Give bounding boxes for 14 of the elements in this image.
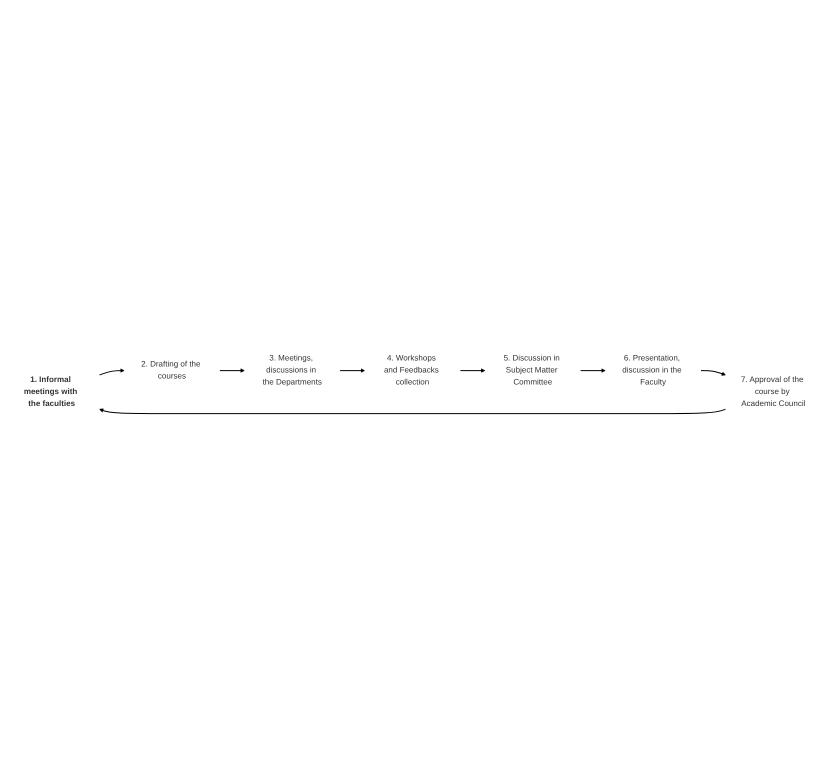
node-text: 7. Approval of the course by Academic Council xyxy=(741,375,806,408)
arrow xyxy=(99,408,726,414)
arrow xyxy=(339,368,366,372)
arrow xyxy=(700,370,726,376)
node-text: 2. Drafting of the courses xyxy=(141,360,200,380)
arrow xyxy=(219,368,245,372)
node-text: 1. Informal meetings with the faculties xyxy=(24,375,78,408)
arrow xyxy=(460,368,486,372)
arrow xyxy=(98,368,125,376)
node-text: 6. Presentation, discussion in the Faculty xyxy=(622,354,682,386)
arrow xyxy=(580,368,606,372)
node-text: 3. Meetings, discussions in the Departments xyxy=(262,354,322,386)
node-text: 4. Workshops and Feedbacks collection xyxy=(384,354,439,386)
node-text: 5. Discussion in Subject Matter Committee xyxy=(504,354,560,386)
